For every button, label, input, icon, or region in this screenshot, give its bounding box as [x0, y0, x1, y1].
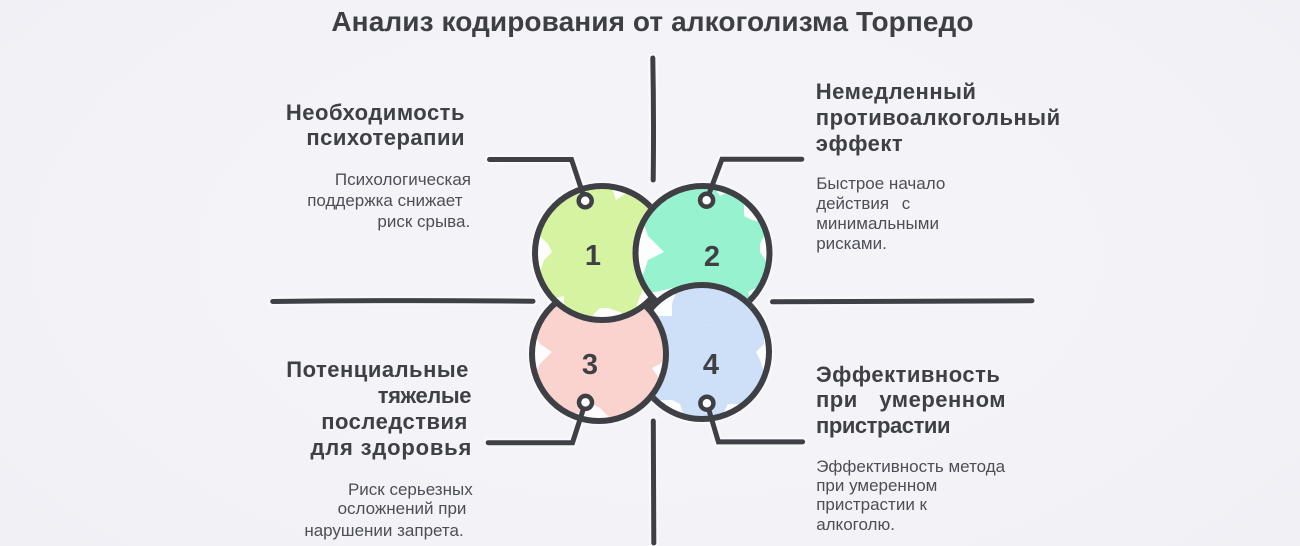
- svg-text:4: 4: [703, 349, 719, 381]
- svg-text:3: 3: [582, 349, 598, 381]
- svg-text:2: 2: [704, 241, 720, 273]
- svg-text:1: 1: [585, 240, 601, 272]
